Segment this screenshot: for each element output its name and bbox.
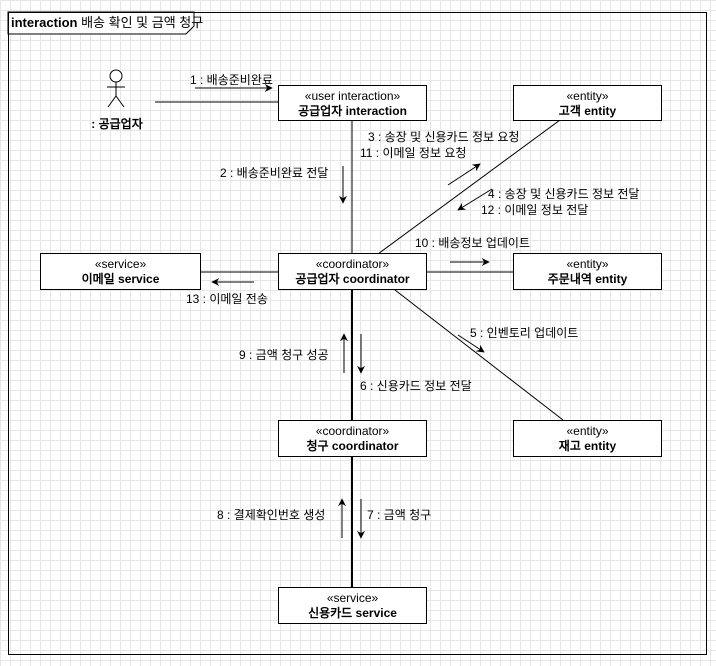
- box-name: 주문내역 entity: [547, 272, 628, 286]
- arrow-m3: [447, 163, 481, 186]
- message-label-13: 13 : 이메일 전송: [186, 292, 268, 306]
- supplier-coordinator-box[interactable]: «coordinator» 공급업자 coordinator: [278, 253, 427, 290]
- inventory-entity-box[interactable]: «entity» 재고 entity: [513, 420, 662, 457]
- credit-service-box[interactable]: «service» 신용카드 service: [278, 587, 427, 624]
- box-name: 신용카드 service: [308, 606, 397, 620]
- message-label-7: 7 : 금액 청구: [367, 508, 432, 522]
- box-stereotype: «service»: [94, 257, 147, 271]
- message-label-10: 10 : 배송정보 업데이트: [415, 236, 531, 250]
- message-label-4: 4 : 송장 및 신용카드 정보 전달: [488, 187, 640, 201]
- order-entity-box[interactable]: «entity» 주문내역 entity: [513, 253, 662, 290]
- customer-entity-box[interactable]: «entity» 고객 entity: [513, 85, 662, 121]
- billing-coordinator-box[interactable]: «coordinator» 청구 coordinator: [278, 420, 427, 457]
- message-label-2: 2 : 배송준비완료 전달: [220, 166, 329, 180]
- arrow-m4: [457, 188, 493, 211]
- box-name: 공급업자 coordinator: [295, 272, 410, 286]
- message-label-12: 12 : 이메일 정보 전달: [481, 203, 589, 217]
- frame-title-text: 배송 확인 및 금액 청구: [81, 15, 204, 30]
- box-name: 청구 coordinator: [306, 439, 399, 453]
- box-name: 공급업자 interaction: [298, 104, 407, 118]
- email-service-box[interactable]: «service» 이메일 service: [40, 253, 201, 290]
- frame-title: interaction 배송 확인 및 금액 청구: [8, 12, 203, 34]
- box-stereotype: «user interaction»: [304, 89, 401, 103]
- actor-figure: [107, 69, 125, 108]
- link-supplier-inventory: [394, 289, 564, 421]
- message-label-5: 5 : 인벤토리 업데이트: [470, 326, 579, 340]
- box-stereotype: «coordinator»: [315, 257, 390, 271]
- message-label-9: 9 : 금액 청구 성공: [239, 348, 329, 362]
- message-label-8: 8 : 결제확인번호 생성: [217, 508, 326, 522]
- message-label-3: 3 : 송장 및 신용카드 정보 요청: [368, 130, 520, 144]
- box-stereotype: «coordinator»: [315, 424, 390, 438]
- box-name: 재고 entity: [558, 439, 617, 453]
- interaction-frame: [8, 12, 707, 655]
- message-label-1: 1 : 배송준비완료: [190, 73, 273, 87]
- frame-keyword: interaction: [11, 15, 78, 30]
- message-label-11: 11 : 이메일 정보 요청: [360, 146, 467, 160]
- box-name: 고객 entity: [558, 104, 617, 118]
- message-label-6: 6 : 신용카드 정보 전달: [360, 379, 472, 393]
- user-interaction-box[interactable]: «user interaction» 공급업자 interaction: [278, 85, 427, 121]
- link-customer-supplier: [377, 119, 561, 255]
- box-stereotype: «entity»: [566, 257, 609, 271]
- box-stereotype: «service»: [326, 591, 379, 605]
- box-stereotype: «entity»: [566, 89, 609, 103]
- box-stereotype: «entity»: [566, 424, 609, 438]
- box-name: 이메일 service: [81, 272, 160, 286]
- arrow-m5: [457, 334, 485, 353]
- actor-label: : 공급업자: [91, 117, 143, 131]
